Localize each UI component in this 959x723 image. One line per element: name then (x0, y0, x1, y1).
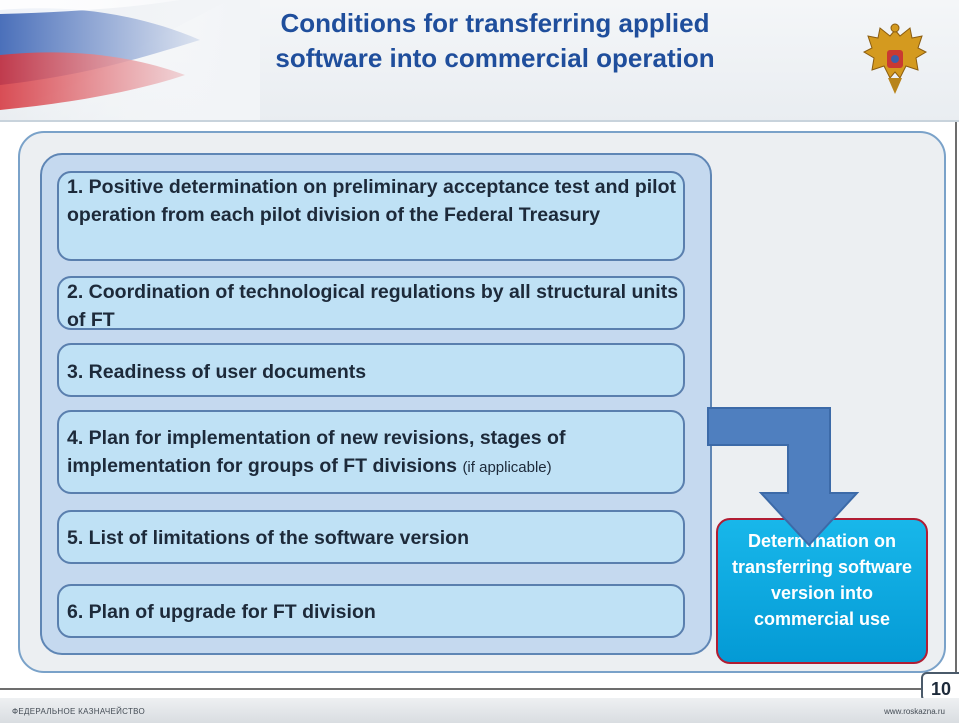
footer-organization: ФЕДЕРАЛЬНОЕ КАЗНАЧЕЙСТВО (12, 707, 146, 716)
slide-footer: ФЕДЕРАЛЬНОЕ КАЗНАЧЕЙСТВО www.roskazna.ru (0, 698, 959, 723)
condition-item-2: 2. Coordination of technological regulat… (57, 276, 685, 330)
determination-text: Determination on transferring software v… (731, 531, 913, 629)
slide-title: Conditions for transferring applied soft… (275, 8, 715, 73)
double-headed-eagle-emblem (862, 23, 928, 94)
condition-note: (if applicable) (462, 459, 552, 476)
footer-website: www.roskazna.ru (884, 707, 945, 716)
condition-item-6: 6. Plan of upgrade for FT division (57, 584, 685, 638)
condition-text: 5. List of limitations of the software v… (67, 527, 469, 549)
condition-text: 2. Coordination of technological regulat… (67, 281, 679, 330)
condition-text: 6. Plan of upgrade for FT division (67, 601, 376, 623)
condition-text: 1. Positive determination on preliminary… (67, 176, 676, 226)
condition-text: 4. Plan for implementation of new revisi… (67, 427, 566, 477)
condition-item-4: 4. Plan for implementation of new revisi… (57, 410, 685, 494)
condition-item-5: 5. List of limitations of the software v… (57, 510, 685, 564)
determination-box: Determination on transferring software v… (716, 518, 928, 664)
page-number: 10 (921, 672, 959, 702)
condition-text: 3. Readiness of user documents (67, 361, 367, 383)
slide-header: Conditions for transferring applied soft… (0, 0, 959, 122)
header-divider (0, 120, 959, 122)
condition-item-3: 3. Readiness of user documents (57, 343, 685, 397)
bent-arrow-icon (707, 407, 860, 547)
condition-item-1: 1. Positive determination on preliminary… (57, 171, 685, 261)
russian-flag-banner (0, 0, 260, 122)
